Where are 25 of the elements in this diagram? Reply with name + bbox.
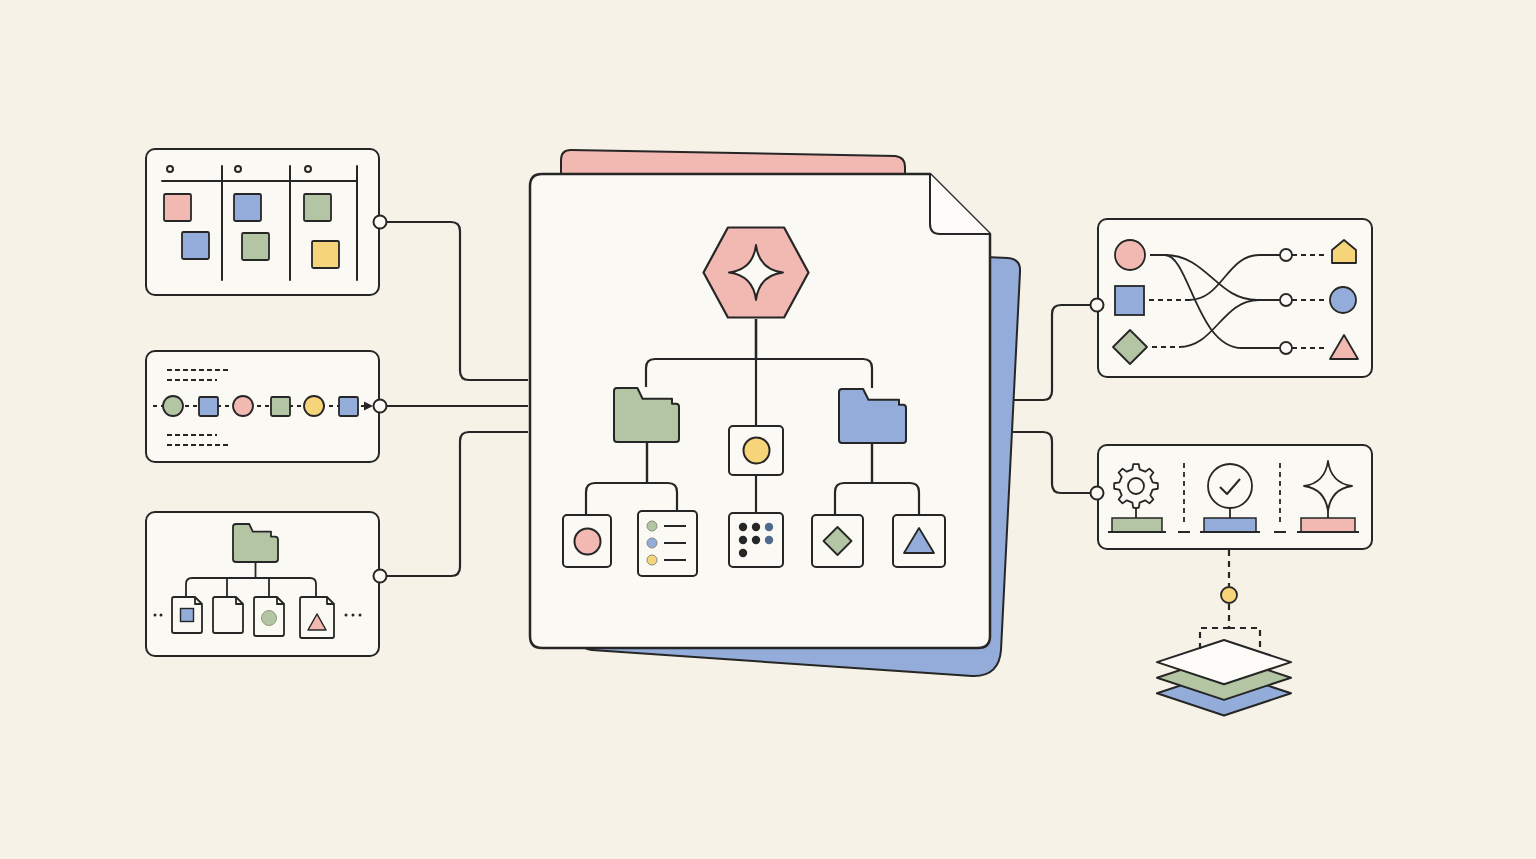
connector-line [372,430,528,584]
tools-panel [1097,444,1373,550]
connector-line [1014,297,1105,402]
dashed-connector [1227,550,1231,586]
connector-line [754,476,758,512]
connector-line [870,444,921,514]
hexagon-node [702,226,810,319]
connector-line [372,214,528,382]
shape-mapping-panel [1097,218,1373,378]
icon-tile [892,514,946,568]
file-tree-panel [145,511,380,657]
kanban-panel [145,148,380,296]
icon-tile [811,514,864,568]
dashed-connector [1198,602,1262,651]
connector-line [754,319,874,388]
icon-tile [728,512,784,568]
icon-tile [728,425,784,476]
icon-tile [637,510,698,577]
icon-tile [562,514,612,568]
document-stack [528,148,1023,679]
connector-line [372,398,528,414]
timeline-panel [145,350,380,463]
dot-icon [1220,586,1238,604]
connector-line [1013,430,1105,501]
connector-line [645,443,679,510]
